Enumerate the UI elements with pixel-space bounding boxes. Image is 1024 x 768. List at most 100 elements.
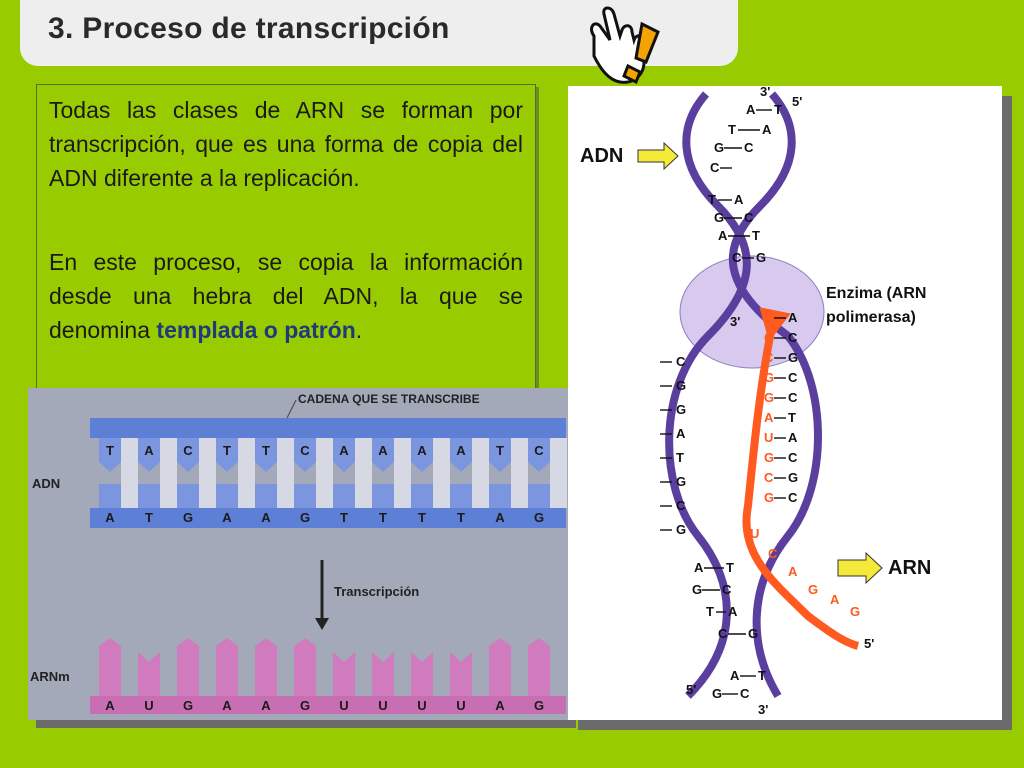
- bottom-base-letter: A: [261, 510, 271, 525]
- left-base-letter: A: [676, 426, 686, 441]
- top-base-notch: [411, 462, 433, 472]
- slide-title: 3. Proceso de transcripción: [48, 12, 450, 45]
- end-3-top: 3': [760, 86, 770, 99]
- arn-base-letter: A: [105, 698, 115, 713]
- inter-base-gap: [394, 438, 411, 508]
- top-base-block: [411, 438, 433, 462]
- left-base-letter: G: [676, 474, 686, 489]
- bottom-base-block: [489, 484, 511, 508]
- inter-base-gap: [316, 438, 333, 508]
- arn-base-letter: U: [456, 698, 465, 713]
- text-box: Todas las clases de ARN se forman por tr…: [36, 84, 536, 396]
- base-pair-right: C: [740, 686, 750, 701]
- base-pair-right: G: [748, 626, 758, 641]
- top-base-block: [177, 438, 199, 462]
- left-base-letter: T: [676, 450, 684, 465]
- top-base-notch: [255, 462, 277, 472]
- base-pair-left: G: [692, 582, 702, 597]
- arnm-label: ARNm: [30, 669, 70, 684]
- base-pair-left: A: [694, 560, 704, 575]
- end-5-bottom: 5': [686, 682, 696, 697]
- top-base-letter: T: [106, 443, 114, 458]
- base-pair-left: A: [764, 410, 774, 425]
- arn-base-block: [372, 652, 394, 696]
- bottom-base-letter: T: [145, 510, 153, 525]
- top-base-block: [255, 438, 277, 462]
- inter-base-gap: [550, 438, 567, 508]
- top-base-letter: A: [339, 443, 349, 458]
- rna-tail-letter: A: [788, 564, 798, 579]
- base-pair-left: A: [730, 668, 740, 683]
- top-base-letter: A: [378, 443, 388, 458]
- inter-base-gap: [238, 438, 255, 508]
- arn-base-letter: G: [183, 698, 193, 713]
- arn-base-block: [177, 638, 199, 696]
- base-pair-left: C: [710, 160, 720, 175]
- bottom-base-letter: G: [183, 510, 193, 525]
- base-pair-left: C: [764, 350, 774, 365]
- bottom-base-letter: G: [300, 510, 310, 525]
- base-pair-right: A: [762, 122, 772, 137]
- bottom-base-block: [450, 484, 472, 508]
- paragraph-2: En este proceso, se copia la información…: [49, 245, 523, 347]
- base-pair-right: C: [788, 330, 798, 345]
- arn-base-letter: A: [222, 698, 232, 713]
- arn-base-letter: U: [378, 698, 387, 713]
- top-base-notch: [333, 462, 355, 472]
- rna-tail-letter: G: [850, 604, 860, 619]
- base-pair-right: A: [788, 430, 798, 445]
- base-pair-right: C: [788, 450, 798, 465]
- base-pair-left: C: [718, 626, 728, 641]
- base-pair-left: T: [708, 192, 716, 207]
- top-base-block: [489, 438, 511, 462]
- bottom-base-letter: T: [418, 510, 426, 525]
- base-pair-left: G: [764, 370, 774, 385]
- transcription-diagram-svg: CADENA QUE SE TRANSCRIBE TAATCGTATACGATA…: [30, 392, 567, 714]
- transcription-arrow-head: [315, 618, 329, 630]
- bottom-base-block: [528, 484, 550, 508]
- top-base-notch: [372, 462, 394, 472]
- base-pair-left: T: [706, 604, 714, 619]
- dna-strand-left: [665, 91, 751, 699]
- bottom-base-block: [99, 484, 121, 508]
- hand-pointer-icon: [590, 6, 660, 85]
- top-base-notch: [450, 462, 472, 472]
- base-pair-right: T: [774, 102, 782, 117]
- bottom-base-letter: A: [105, 510, 115, 525]
- inter-base-gap: [433, 438, 450, 508]
- top-base-block: [294, 438, 316, 462]
- arn-base-block: [294, 638, 316, 696]
- base-pair-right: G: [756, 250, 766, 265]
- base-pair-left: G: [764, 490, 774, 505]
- arn-base-letter: A: [261, 698, 271, 713]
- bottom-base-letter: T: [340, 510, 348, 525]
- arn-base-block: [138, 652, 160, 696]
- top-base-notch: [99, 462, 121, 472]
- base-pair-right: G: [788, 350, 798, 365]
- rna-tail-letter: C: [768, 546, 778, 561]
- inter-base-gap: [199, 438, 216, 508]
- top-base-notch: [489, 462, 511, 472]
- base-pair-left: G: [714, 140, 724, 155]
- base-pair-right: T: [788, 410, 796, 425]
- top-base-notch: [528, 462, 550, 472]
- arn-base-block: [216, 638, 238, 696]
- base-pair-left: U: [764, 310, 773, 325]
- bottom-base-letter: A: [495, 510, 505, 525]
- bottom-base-letter: A: [222, 510, 232, 525]
- top-base-block: [138, 438, 160, 462]
- bottom-base-block: [255, 484, 277, 508]
- top-base-notch: [294, 462, 316, 472]
- base-pair-right: T: [752, 228, 760, 243]
- top-base-block: [528, 438, 550, 462]
- top-base-block: [99, 438, 121, 462]
- arn-base-letter: G: [300, 698, 310, 713]
- top-base-notch: [177, 462, 199, 472]
- inter-base-gap: [277, 438, 294, 508]
- enzyme-label-line2: polimerasa): [826, 309, 916, 326]
- adn-label: ADN: [32, 476, 60, 491]
